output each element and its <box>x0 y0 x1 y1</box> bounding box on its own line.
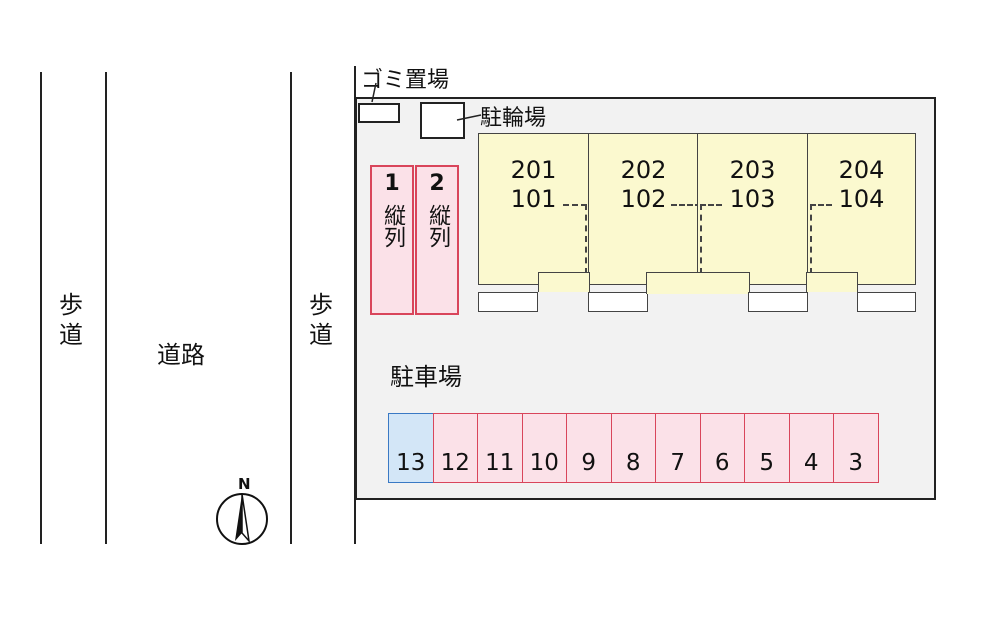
building-step <box>857 292 916 312</box>
building-step <box>478 292 538 312</box>
tandem-space-text: 縦列 <box>425 204 450 248</box>
unit-entrance <box>563 204 587 274</box>
garbage-pointer <box>371 82 377 103</box>
parking-slot-6: 6 <box>699 413 745 483</box>
parking-slot-11: 11 <box>477 413 523 483</box>
building-step <box>748 292 808 312</box>
compass-letter: N <box>238 475 251 493</box>
parking-slot-7: 7 <box>655 413 701 483</box>
bicycle-pointer <box>456 114 482 121</box>
building-recess <box>806 272 858 292</box>
road-line-mid-right <box>290 72 292 544</box>
bicycle-label: 駐輪場 <box>480 106 547 131</box>
unit-entrance <box>700 204 722 274</box>
building-recess <box>646 272 750 294</box>
parking-slot-3: 3 <box>833 413 879 483</box>
parking-slot-5: 5 <box>744 413 790 483</box>
parking-slot-8: 8 <box>610 413 656 483</box>
parking-slot-13: 13 <box>388 413 434 483</box>
tandem-space-1: 1 縦列 <box>370 165 414 315</box>
north-compass-icon: N <box>216 475 268 545</box>
left-sidewalk-label: 歩道 <box>59 291 83 349</box>
garbage-area <box>358 103 400 123</box>
road-line-mid-left <box>105 72 107 544</box>
building-recess <box>538 272 590 292</box>
building-step <box>588 292 648 312</box>
right-sidewalk-label: 歩道 <box>309 291 333 349</box>
parking-slot-9: 9 <box>566 413 612 483</box>
parking-slot-4: 4 <box>788 413 834 483</box>
road-line-left <box>40 72 42 544</box>
tandem-space-2: 2 縦列 <box>415 165 459 315</box>
main-road-label: 道路 <box>157 341 205 369</box>
tandem-space-text: 縦列 <box>380 204 405 248</box>
unit-entrance <box>810 204 832 274</box>
parking-slot-12: 12 <box>432 413 478 483</box>
garbage-label: ゴミ置場 <box>361 68 450 93</box>
parking-label: 駐車場 <box>390 363 462 391</box>
tandem-space-number: 1 <box>384 171 400 196</box>
parking-slots: 13 12 11 10 9 8 7 6 5 4 3 <box>388 413 879 483</box>
tandem-space-number: 2 <box>429 171 445 196</box>
parking-slot-10: 10 <box>521 413 567 483</box>
